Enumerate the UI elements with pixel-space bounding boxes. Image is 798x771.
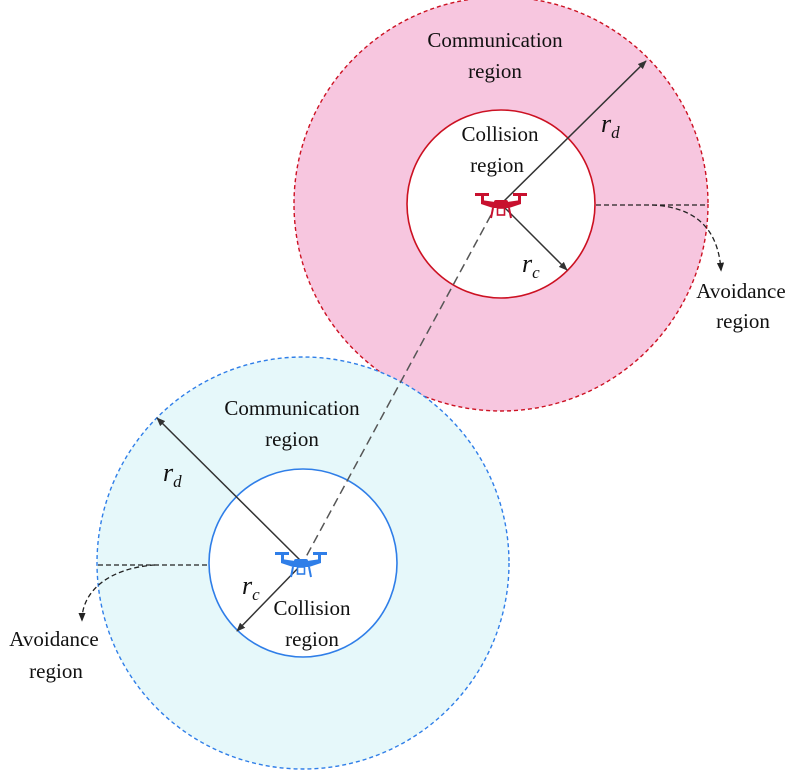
blue-avoidance-label-line1: Avoidance xyxy=(9,627,98,651)
quadcopter-drone-icon xyxy=(475,193,527,219)
red-avoidance-curve-arrow xyxy=(651,204,725,272)
red-rc-arrow xyxy=(500,203,568,271)
red-rc-label: rc xyxy=(522,249,540,282)
red-avoidance-label-line1: Avoidance xyxy=(696,279,785,303)
blue-rd-label: rd xyxy=(163,458,182,491)
blue-communication-label-line1: Communication xyxy=(224,396,360,420)
blue-collision-label-line2: region xyxy=(285,627,339,651)
quadcopter-drone-icon xyxy=(275,552,327,578)
red-collision-label-line2: region xyxy=(470,153,524,177)
blue-rc-label: rc xyxy=(242,571,260,604)
red-avoidance-label-line2: region xyxy=(716,309,770,333)
red-rd-arrow xyxy=(500,60,647,205)
blue-collision-label-line1: Collision xyxy=(273,596,351,620)
red-rd-label: rd xyxy=(601,109,620,142)
blue-rd-arrow xyxy=(156,417,304,564)
red-collision-label-line1: Collision xyxy=(461,122,539,146)
red-communication-label-line1: Communication xyxy=(427,28,563,52)
blue-avoidance-curve-arrow xyxy=(78,564,156,622)
red-communication-label-line2: region xyxy=(468,59,522,83)
blue-communication-label-line2: region xyxy=(265,427,319,451)
inter-uav-distance-line xyxy=(299,214,492,569)
blue-avoidance-label-line2: region xyxy=(29,659,83,683)
